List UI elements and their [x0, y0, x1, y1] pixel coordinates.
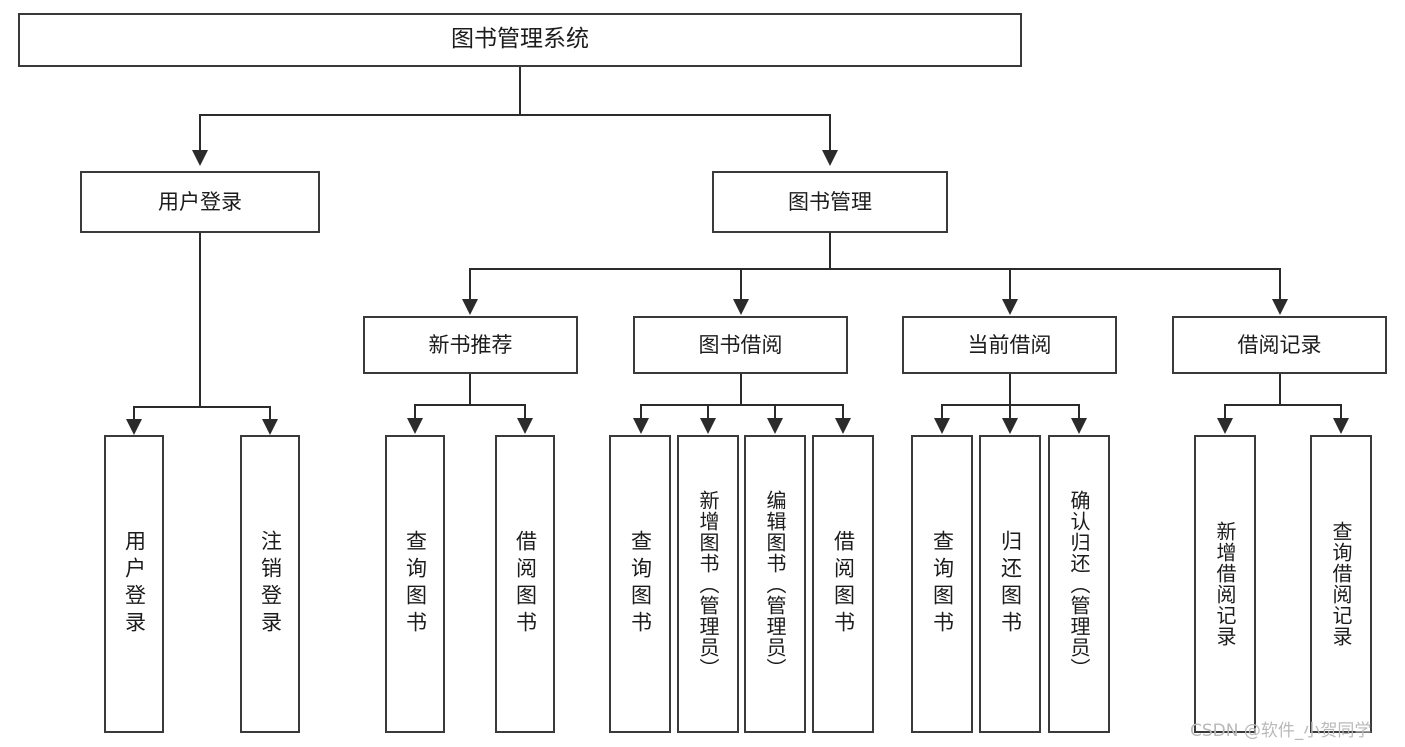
arrowhead-to-leaf-query-book-1 [407, 418, 423, 434]
node-label: 借阅图书 [513, 530, 538, 638]
connector-bm-drop-2 [740, 268, 742, 299]
leaf-borrow-book-borrow[interactable]: 借阅图书 [812, 435, 874, 733]
node-label: 确认归还（管理员） [1067, 489, 1091, 679]
connector-cb-stem [1009, 374, 1011, 406]
connector-br-drop-2 [1340, 404, 1342, 418]
arrowhead-to-leaf-add-record [1217, 418, 1233, 434]
arrowhead-to-leaf-add-book [700, 418, 716, 434]
connector-root-drop-left [199, 114, 201, 150]
node-label: 新增借阅记录 [1213, 521, 1237, 647]
connector-bb-drop-2 [707, 404, 709, 418]
node-book-borrow[interactable]: 图书借阅 [633, 316, 848, 374]
node-label: 用户登录 [158, 189, 242, 214]
node-label: 编辑图书（管理员） [763, 489, 787, 679]
node-label: 新书推荐 [428, 332, 513, 357]
node-new-book-recommend[interactable]: 新书推荐 [363, 316, 578, 374]
arrowhead-to-leaf-borrow-book-2 [835, 418, 851, 434]
connector-nbr-stem [469, 374, 471, 406]
connector-cb-drop-2 [1009, 404, 1011, 418]
connector-user-login-drop-1 [133, 406, 135, 419]
connector-root-bus [199, 114, 831, 116]
leaf-query-book-current[interactable]: 查询图书 [911, 435, 973, 733]
node-root-system[interactable]: 图书管理系统 [18, 13, 1022, 67]
connector-bb-drop-1 [640, 404, 642, 418]
connector-nbr-bus [414, 404, 526, 406]
connector-br-bus [1224, 404, 1342, 406]
node-label: 查询图书 [403, 530, 428, 638]
connector-nbr-drop-1 [414, 404, 416, 418]
node-label: 图书管理系统 [451, 26, 589, 53]
leaf-query-book-borrow[interactable]: 查询图书 [609, 435, 671, 733]
leaf-query-borrow-record[interactable]: 查询借阅记录 [1310, 435, 1372, 733]
connector-root-drop-right [829, 114, 831, 150]
connector-cb-drop-3 [1078, 404, 1080, 418]
arrowhead-to-user-login [192, 150, 208, 166]
connector-bb-drop-3 [774, 404, 776, 418]
node-label: 借阅记录 [1237, 332, 1322, 357]
leaf-confirm-return-admin[interactable]: 确认归还（管理员） [1048, 435, 1110, 733]
connector-br-stem [1279, 374, 1281, 406]
node-label: 查询图书 [628, 530, 653, 638]
connector-br-drop-1 [1224, 404, 1226, 418]
arrowhead-to-new-book-rec [462, 299, 478, 315]
arrowhead-to-leaf-query-book-2 [633, 418, 649, 434]
node-label: 注销登录 [258, 530, 283, 638]
leaf-borrow-book-recommend[interactable]: 借阅图书 [495, 435, 555, 733]
arrowhead-to-leaf-confirm-return [1071, 418, 1087, 434]
connector-user-login-stem [199, 233, 201, 408]
leaf-add-book-admin[interactable]: 新增图书（管理员） [677, 435, 739, 733]
connector-bb-bus [640, 404, 844, 406]
connector-root-stem [519, 67, 521, 114]
arrowhead-to-leaf-logout [262, 419, 278, 435]
connector-book-manage-bus [469, 268, 1281, 270]
node-book-manage[interactable]: 图书管理 [712, 171, 948, 233]
arrowhead-to-book-borrow [733, 299, 749, 315]
arrowhead-to-leaf-edit-book [767, 418, 783, 434]
node-label: 查询图书 [930, 530, 955, 638]
connector-bb-drop-4 [842, 404, 844, 418]
connector-bb-stem [740, 374, 742, 406]
node-label: 图书管理 [788, 189, 872, 214]
node-user-login[interactable]: 用户登录 [80, 171, 320, 233]
connector-bm-drop-3 [1009, 268, 1011, 299]
node-label: 图书借阅 [698, 332, 783, 357]
arrowhead-to-book-manage [822, 150, 838, 166]
arrowhead-to-current-borrow [1002, 299, 1018, 315]
connector-user-login-drop-2 [269, 406, 271, 419]
connector-nbr-drop-2 [524, 404, 526, 418]
leaf-edit-book-admin[interactable]: 编辑图书（管理员） [744, 435, 806, 733]
node-current-borrow[interactable]: 当前借阅 [902, 316, 1117, 374]
node-borrow-record[interactable]: 借阅记录 [1172, 316, 1387, 374]
node-label: 当前借阅 [967, 332, 1052, 357]
connector-user-login-bus [133, 406, 271, 408]
leaf-user-login[interactable]: 用户登录 [104, 435, 164, 733]
arrowhead-to-leaf-query-book-3 [934, 418, 950, 434]
leaf-return-book[interactable]: 归还图书 [979, 435, 1041, 733]
node-label: 借阅图书 [831, 530, 856, 638]
node-label: 用户登录 [122, 530, 147, 638]
arrowhead-to-borrow-record [1272, 299, 1288, 315]
leaf-add-borrow-record[interactable]: 新增借阅记录 [1194, 435, 1256, 733]
connector-book-manage-stem [829, 233, 831, 270]
connector-bm-drop-1 [469, 268, 471, 299]
arrowhead-to-leaf-query-record [1333, 418, 1349, 434]
leaf-query-book-recommend[interactable]: 查询图书 [385, 435, 445, 733]
arrowhead-to-leaf-borrow-book-1 [517, 418, 533, 434]
node-label: 新增图书（管理员） [696, 489, 720, 679]
connector-cb-drop-1 [941, 404, 943, 418]
watermark-text: CSDN @软件_小贺同学 [1190, 721, 1372, 741]
node-label: 归还图书 [998, 530, 1023, 638]
leaf-logout[interactable]: 注销登录 [240, 435, 300, 733]
node-label: 查询借阅记录 [1329, 521, 1353, 647]
arrowhead-to-leaf-return-book [1002, 418, 1018, 434]
arrowhead-to-leaf-user-login [126, 419, 142, 435]
connector-bm-drop-4 [1279, 268, 1281, 299]
